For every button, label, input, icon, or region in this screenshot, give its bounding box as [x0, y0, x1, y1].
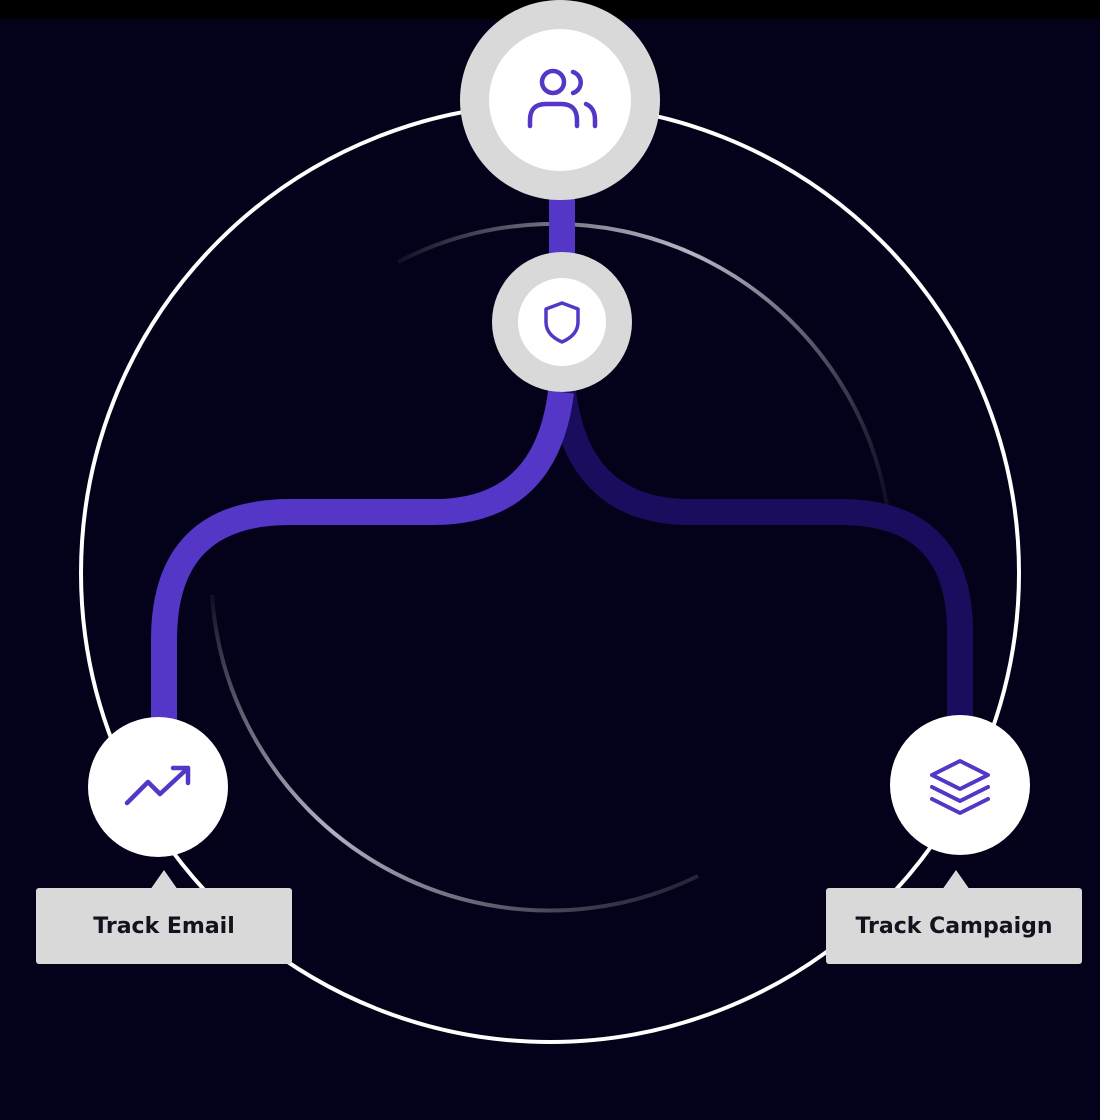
node-middle[interactable] — [492, 252, 632, 392]
label-email-pointer — [150, 870, 178, 890]
label-track-email-text: Track Email — [93, 913, 235, 939]
node-email[interactable] — [88, 717, 228, 857]
layers-icon — [930, 759, 990, 815]
users-icon — [527, 68, 598, 129]
inner-ring-upper-arc — [397, 221, 889, 506]
label-campaign-pointer — [942, 870, 970, 890]
shield-icon — [544, 301, 580, 344]
label-track-campaign: Track Campaign — [826, 888, 1082, 964]
node-top[interactable] — [460, 0, 660, 200]
connector-to-campaign — [550, 390, 973, 720]
node-campaign[interactable] — [890, 715, 1030, 855]
trending-up-icon — [124, 765, 191, 806]
inner-ring-lower-arc — [210, 594, 699, 913]
connector-to-email — [151, 390, 574, 720]
label-track-email: Track Email — [36, 888, 292, 964]
label-track-campaign-text: Track Campaign — [855, 913, 1053, 939]
